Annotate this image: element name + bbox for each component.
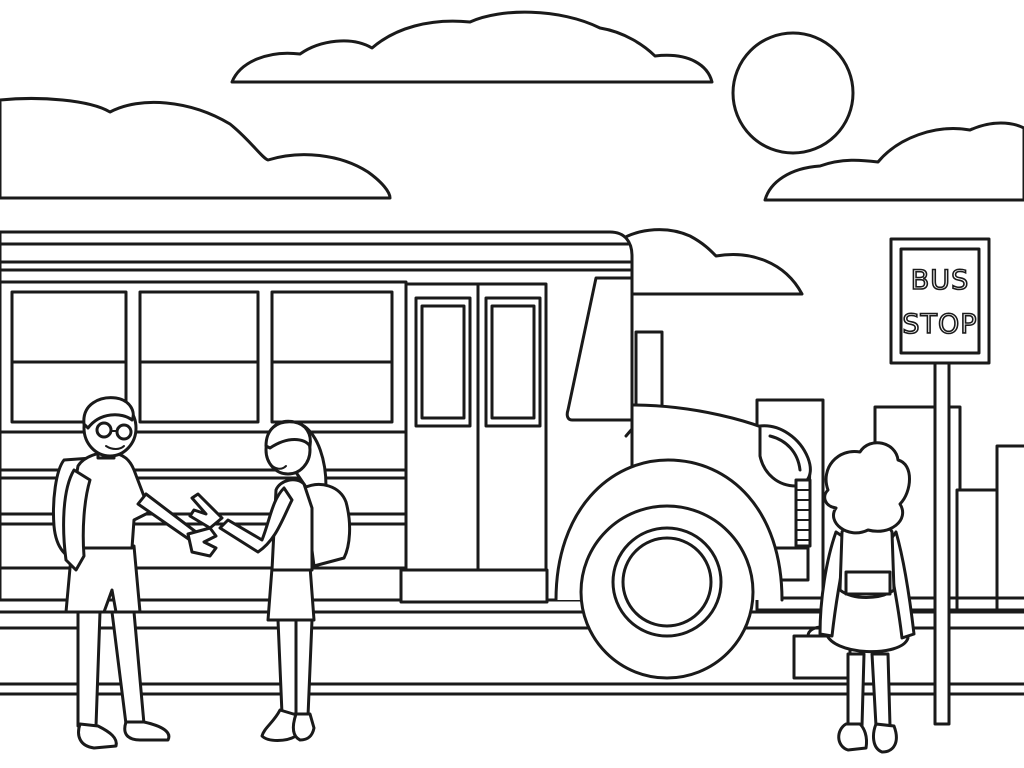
- bus-headlight: [758, 424, 812, 488]
- girl-skirt: [266, 564, 316, 622]
- girl-shoe-left: [260, 708, 302, 742]
- cloud-right: [763, 121, 1024, 202]
- bus-window-2: [138, 290, 260, 424]
- cloud-behind-bus: [618, 228, 804, 296]
- bus-wheel: [579, 504, 755, 680]
- boy-shorts: [64, 544, 142, 614]
- boy-hair: [82, 396, 135, 430]
- boy-shoe-left: [77, 722, 118, 750]
- cloud-left: [0, 97, 392, 200]
- bus-stop-sign: BUS STOP: [889, 237, 991, 726]
- girl2-curly-hair: [823, 441, 911, 535]
- glasses-icon: [95, 421, 113, 439]
- bus-window-3: [270, 290, 394, 424]
- girl-with-lunchbox: [792, 441, 916, 754]
- background-buildings: [755, 398, 1024, 612]
- bus-windshield: [565, 276, 634, 422]
- girl2-shoe-left: [837, 722, 868, 752]
- boy-shoe-right: [123, 720, 171, 742]
- girl-hair: [264, 420, 312, 450]
- girl2-shoe-right: [872, 722, 898, 754]
- boy-with-glasses: [52, 396, 218, 750]
- sign-text-line2: STOP: [902, 309, 977, 340]
- sign-pole: [933, 360, 951, 726]
- bus-step: [399, 568, 549, 604]
- girl-shoe-right: [291, 712, 316, 742]
- cloud-top-center: [230, 10, 714, 84]
- girl-hand: [188, 492, 224, 530]
- sun-icon: [731, 31, 855, 155]
- girl-backpack: [302, 483, 352, 568]
- girl-waving: [188, 419, 352, 742]
- sign-text-line1: BUS: [911, 265, 969, 296]
- boy-hand: [186, 526, 218, 558]
